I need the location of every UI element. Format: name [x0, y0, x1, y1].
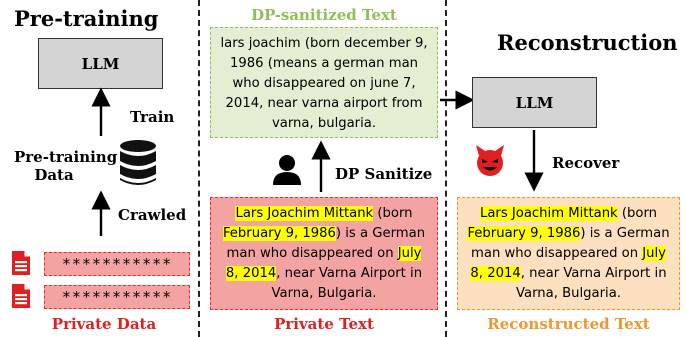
private-data-row: *********** — [44, 252, 190, 276]
private-text-part: , near Varna Airport in Varna, Bulgaria. — [271, 266, 423, 301]
pretraining-data-label: Pre-training Data — [14, 148, 118, 184]
database-icon — [120, 140, 156, 185]
dp-sanitize-label: DP Sanitize — [335, 165, 433, 183]
private-text-caption: Private Text — [274, 315, 374, 333]
private-text-part: (born — [373, 206, 413, 221]
reconstructed-date: 8, 2014 — [470, 266, 521, 281]
reconstructed-text-caption: Reconstructed Text — [487, 315, 650, 333]
private-data-row-text: *********** — [61, 288, 173, 306]
reconstructed-text-part: (born — [617, 206, 658, 221]
right-arrows — [440, 90, 544, 192]
reconstruction-llm-label: LLM — [515, 93, 554, 112]
reconstruction-title: Reconstruction — [497, 30, 678, 55]
pretraining-llm-label: LLM — [81, 54, 120, 73]
private-birthdate: February 9, 1986 — [222, 226, 336, 241]
private-data-row-text: *********** — [61, 255, 173, 273]
private-date: July — [397, 246, 422, 261]
person-icon — [273, 155, 301, 185]
reconstructed-name: Lars Joachim Mittank — [479, 206, 618, 221]
crawled-label: Crawled — [118, 206, 187, 224]
reconstructed-birthdate: February 9, 1986 — [467, 226, 581, 241]
dp-sanitize-arrow-area — [311, 140, 331, 192]
private-data-caption: Private Data — [51, 315, 157, 333]
reconstructed-text-part: , near Varna Airport in Varna, Bulgaria. — [516, 266, 667, 301]
left-arrows — [91, 87, 111, 236]
private-text-box: Lars Joachim Mittank (born February 9, 1… — [210, 197, 438, 310]
document-icon — [12, 284, 30, 308]
train-label: Train — [130, 108, 175, 126]
private-name: Lars Joachim Mittank — [235, 206, 374, 221]
reconstructed-text-part: ) is a German man who disappeared on — [471, 226, 670, 261]
pretraining-llm-box: LLM — [38, 38, 163, 89]
dp-sanitized-text-box: lars joachim (born december 9, 1986 (mea… — [210, 27, 438, 138]
dp-sanitized-title: DP-sanitized Text — [251, 6, 397, 24]
pretraining-data-label-line1: Pre-training — [14, 148, 118, 166]
reconstruction-llm-box: LLM — [472, 77, 597, 128]
dp-sanitized-text: lars joachim (born december 9, 1986 (mea… — [220, 36, 428, 131]
left-divider — [198, 0, 200, 337]
pretraining-data-label-line2: Data — [34, 166, 74, 184]
pretraining-title: Pre-training — [14, 6, 159, 31]
reconstructed-text-box: Lars Joachim Mittank (born February 9, 1… — [457, 197, 680, 310]
private-date: 8, 2014 — [225, 266, 277, 281]
document-icon — [12, 251, 30, 275]
reconstructed-date: July — [642, 246, 666, 261]
devil-icon — [476, 145, 504, 176]
right-divider — [445, 0, 447, 337]
private-text-part: ) is a German man who disappeared on — [226, 226, 426, 261]
recover-label: Recover — [552, 154, 620, 172]
private-data-row: *********** — [44, 285, 190, 309]
